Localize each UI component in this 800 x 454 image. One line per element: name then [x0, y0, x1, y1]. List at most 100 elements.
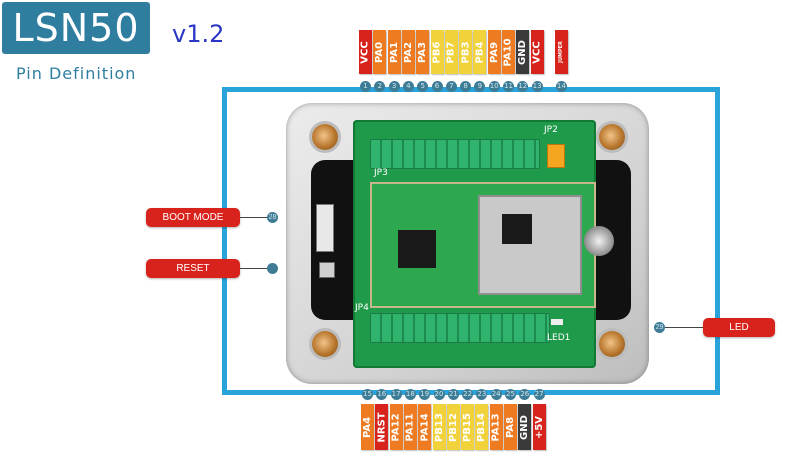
bottom-pin-label: PB13 [433, 412, 445, 442]
top-pin-number: 12 [517, 81, 529, 92]
top-pin-2: PA0 [373, 30, 387, 74]
bottom-pin-number: 20 [433, 389, 445, 400]
top-pin-12: GND [516, 30, 530, 74]
top-pin-13: VCC [530, 30, 544, 74]
top-pin-11: PA10 [502, 30, 515, 74]
reset-label: RESET [146, 259, 240, 278]
bottom-pin-label: PA8 [505, 416, 517, 438]
boot-mode-pin-number: 28 [267, 212, 278, 223]
top-pin-label: PB6 [431, 41, 443, 63]
top-pin-number: 4 [402, 81, 414, 92]
jp2-label: JP2 [544, 125, 558, 135]
screw-top-left [312, 124, 338, 150]
bottom-pin-label: NRST [376, 411, 388, 443]
top-pin-number: 2 [374, 81, 386, 92]
bottom-pin-label: GND [519, 414, 531, 440]
bottom-pin-number: 27 [533, 389, 545, 400]
screw-bottom-left [312, 331, 338, 357]
top-pin-label: VCC [531, 40, 543, 64]
bottom-pin-25: PA8 [504, 404, 517, 450]
top-pin-number: 6 [431, 81, 443, 92]
reset-pin-number [267, 263, 278, 274]
bottom-pin-15: PA4 [361, 404, 374, 450]
top-pin-label: PA0 [374, 41, 386, 63]
led1-label: LED1 [547, 333, 571, 343]
top-pin-number: 14 [555, 81, 567, 92]
led-label: LED [703, 318, 775, 337]
top-pin-label: VCC [360, 40, 372, 64]
bottom-pin-label: PB15 [462, 412, 474, 442]
top-pin-1: VCC [359, 30, 372, 74]
top-pin-label: PA1 [388, 41, 400, 63]
bottom-pin-label: PA4 [362, 416, 374, 438]
reset-leader [240, 268, 268, 269]
bottom-pin-label: PA12 [390, 412, 402, 442]
top-pin-number: 3 [388, 81, 400, 92]
top-pin-9: PB4 [473, 30, 487, 74]
bottom-pin-number: 18 [404, 389, 416, 400]
bottom-pin-26: GND [518, 404, 532, 450]
boot-mode-label: BOOT MODE [146, 208, 240, 227]
bottom-pin-number: 25 [505, 389, 516, 400]
top-pin-3: PA1 [387, 30, 401, 74]
top-pin-label: PB3 [460, 41, 472, 63]
top-pin-number: 10 [488, 81, 500, 92]
top-pin-label: GND [517, 39, 529, 65]
bottom-pin-number: 22 [462, 389, 474, 400]
reset-button [319, 262, 335, 278]
led-component [551, 319, 563, 325]
top-pin-4: PA2 [401, 30, 415, 74]
top-pin-number: 9 [474, 81, 486, 92]
radio-chip [502, 214, 532, 244]
bottom-pin-22: PB15 [461, 404, 475, 450]
top-pin-label: PA10 [503, 37, 515, 67]
top-pin-number: 8 [460, 81, 472, 92]
top-pin-8: PB3 [459, 30, 473, 74]
top-pin-label: PA9 [488, 41, 500, 63]
mounting-bolt [584, 226, 614, 256]
top-pin-label: PA3 [417, 41, 429, 63]
top-pin-10: PA9 [487, 30, 501, 74]
bottom-pin-21: PB12 [446, 404, 460, 450]
bottom-pin-27: +5V [532, 404, 546, 450]
jumper [547, 144, 565, 168]
bottom-pin-number: 17 [390, 389, 402, 400]
jp3-label: JP3 [374, 168, 388, 178]
bottom-pin-label: PA14 [419, 412, 431, 442]
bottom-pin-19: PA14 [418, 404, 432, 450]
terminal-block-bottom [370, 313, 550, 343]
screw-top-right [599, 124, 625, 150]
screw-bottom-right [599, 331, 625, 357]
top-pin-label: PA2 [402, 41, 414, 63]
bottom-pin-label: PA13 [490, 412, 502, 442]
top-pin-14: JUMPER [554, 30, 568, 74]
bottom-pin-24: PA13 [489, 404, 503, 450]
lora-module [478, 195, 582, 295]
top-pin-6: PB6 [430, 30, 444, 74]
top-pin-7: PB7 [444, 30, 458, 74]
top-pin-number: 5 [417, 81, 429, 92]
bottom-pin-label: PB12 [447, 412, 459, 442]
top-pin-number: 1 [360, 81, 371, 92]
bottom-pin-number: 24 [490, 389, 502, 400]
top-pin-number: 7 [445, 81, 457, 92]
jp4-label: JP4 [355, 303, 369, 313]
bottom-pin-label: +5V [533, 415, 545, 439]
boot-mode-leader [240, 217, 268, 218]
bottom-pin-number: 16 [376, 389, 388, 400]
led-pin-number: 29 [654, 322, 665, 333]
top-pin-number: 13 [531, 81, 543, 92]
top-pin-5: PA3 [416, 30, 430, 74]
top-pin-number: 11 [503, 81, 514, 92]
bottom-pin-23: PB14 [475, 404, 489, 450]
mcu-chip [398, 230, 436, 268]
bottom-pin-17: PA12 [389, 404, 403, 450]
terminal-block-top [370, 139, 540, 169]
bottom-pin-number: 15 [362, 389, 373, 400]
bottom-pin-16: NRST [375, 404, 389, 450]
subtitle: Pin Definition [16, 64, 137, 83]
boot-switch [316, 204, 334, 252]
bottom-pin-label: PB14 [476, 412, 488, 442]
bottom-pin-number: 26 [519, 389, 531, 400]
bottom-pin-number: 19 [419, 389, 431, 400]
